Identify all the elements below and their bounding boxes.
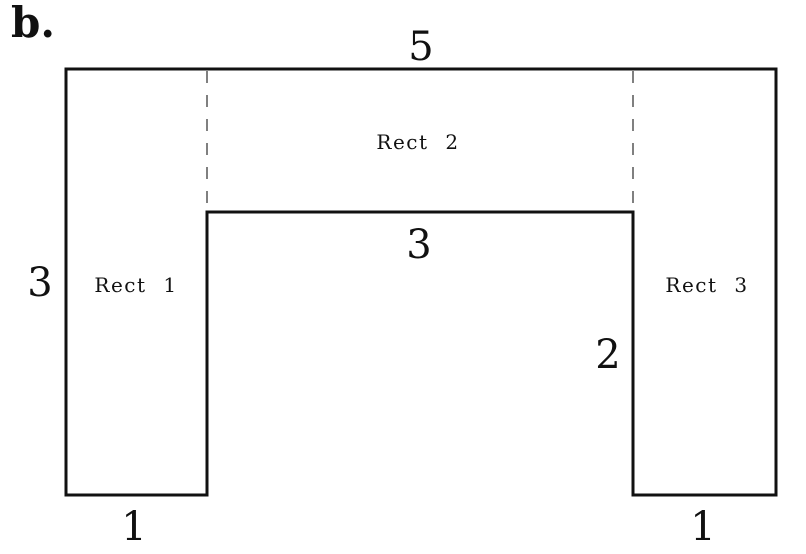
shape-outline: [64, 67, 778, 497]
dim-right-foot-width: 1: [690, 504, 715, 550]
rect1-label: Rect 1: [94, 273, 177, 297]
dim-notch-depth: 2: [595, 332, 620, 378]
rect3-label: Rect 3: [665, 273, 748, 297]
dim-top-width: 5: [408, 24, 433, 70]
dim-notch-width: 3: [406, 222, 431, 268]
rect2-label: Rect 2: [376, 130, 459, 154]
figure-label: b.: [11, 0, 55, 47]
dim-left-foot-width: 1: [121, 504, 146, 550]
dim-left-height: 3: [27, 260, 52, 306]
